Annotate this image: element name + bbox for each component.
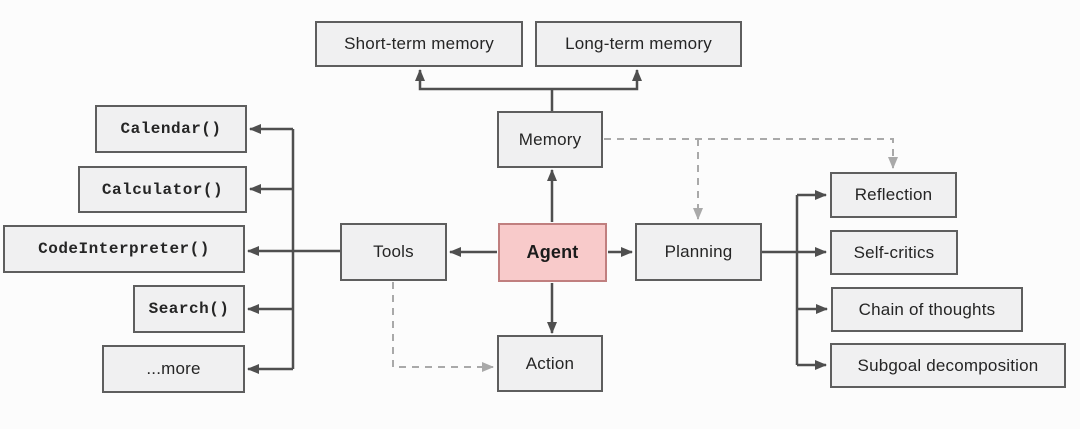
node-calendar-tool: Calendar() (95, 105, 247, 153)
node-planning: Planning (635, 223, 762, 281)
node-calculator-tool: Calculator() (78, 166, 247, 213)
node-search-tool: Search() (133, 285, 245, 333)
node-reflection: Reflection (830, 172, 957, 218)
node-subgoal-decomposition: Subgoal decomposition (830, 343, 1066, 388)
node-short-term-memory: Short-term memory (315, 21, 523, 67)
node-code-interpreter-tool: CodeInterpreter() (3, 225, 245, 273)
node-agent: Agent (498, 223, 607, 282)
edge-tools-action-dashed (392, 282, 494, 372)
node-action: Action (497, 335, 603, 392)
edge-memory-long-term (552, 69, 642, 91)
node-more-tools: ...more (102, 345, 245, 393)
node-chain-of-thoughts: Chain of thoughts (831, 287, 1023, 332)
node-self-critics: Self-critics (830, 230, 958, 275)
node-memory: Memory (497, 111, 603, 168)
node-long-term-memory: Long-term memory (535, 21, 742, 67)
edge-memory-short-term (415, 69, 552, 91)
node-tools: Tools (340, 223, 447, 281)
edge-memory-reflection-dashed (604, 138, 898, 169)
